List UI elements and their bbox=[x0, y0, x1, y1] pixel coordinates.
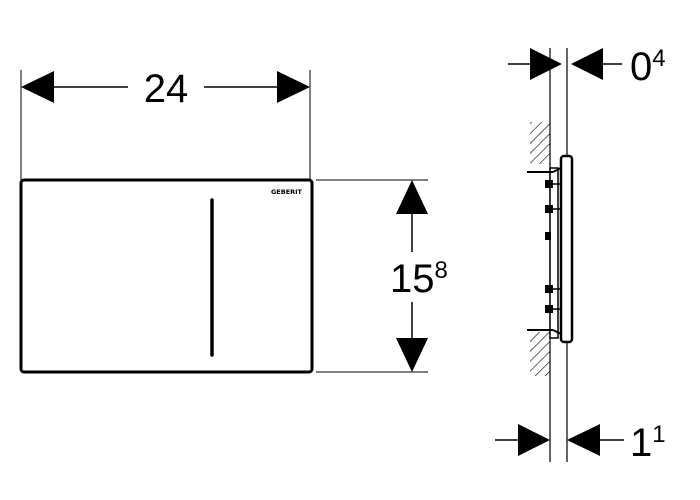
side-view: 04 11 bbox=[495, 45, 666, 465]
height-dimension: 158 bbox=[316, 179, 448, 373]
flush-plate bbox=[19, 178, 314, 374]
clip-2 bbox=[545, 205, 553, 213]
bracket-top-arm bbox=[552, 167, 562, 173]
clip-4 bbox=[545, 285, 553, 293]
arrow-up-head bbox=[396, 180, 428, 214]
arrow-left-head-top bbox=[571, 48, 603, 80]
width-dimension: 24 bbox=[20, 67, 311, 180]
height-label: 158 bbox=[390, 257, 448, 301]
frame-depth-main: 1 bbox=[630, 421, 652, 465]
plate-thickness-dimension: 04 bbox=[508, 45, 666, 89]
height-label-main: 15 bbox=[390, 257, 435, 301]
plate-thickness-main: 0 bbox=[630, 45, 652, 89]
wall-hatch-upper bbox=[530, 122, 550, 164]
arrow-right-head bbox=[277, 71, 310, 103]
bracket-bottom-arm bbox=[552, 329, 562, 335]
width-label: 24 bbox=[144, 67, 189, 111]
arrow-left-head-bottom bbox=[567, 424, 600, 456]
arrow-left-head bbox=[21, 71, 54, 103]
arrow-down-head bbox=[396, 338, 428, 372]
cover-plate-side bbox=[559, 154, 574, 344]
frame-depth-dimension: 11 bbox=[495, 421, 666, 465]
wall-hatch-lower bbox=[530, 332, 550, 376]
frame-depth-sup: 1 bbox=[652, 421, 665, 448]
plate-thickness-label: 04 bbox=[630, 45, 666, 89]
arrow-right-head-top bbox=[530, 48, 562, 80]
arrow-right-head-bottom bbox=[518, 424, 550, 456]
front-view: GEBERIT 24 158 bbox=[19, 67, 448, 374]
plate-thickness-sup: 4 bbox=[652, 45, 665, 72]
brand-logo: GEBERIT bbox=[271, 188, 303, 196]
height-label-sup: 8 bbox=[435, 257, 448, 284]
clip-5 bbox=[545, 305, 553, 313]
frame-depth-label: 11 bbox=[630, 421, 666, 465]
mounting-frame bbox=[549, 167, 559, 339]
clip-1 bbox=[545, 180, 553, 188]
clip-3 bbox=[545, 232, 551, 240]
